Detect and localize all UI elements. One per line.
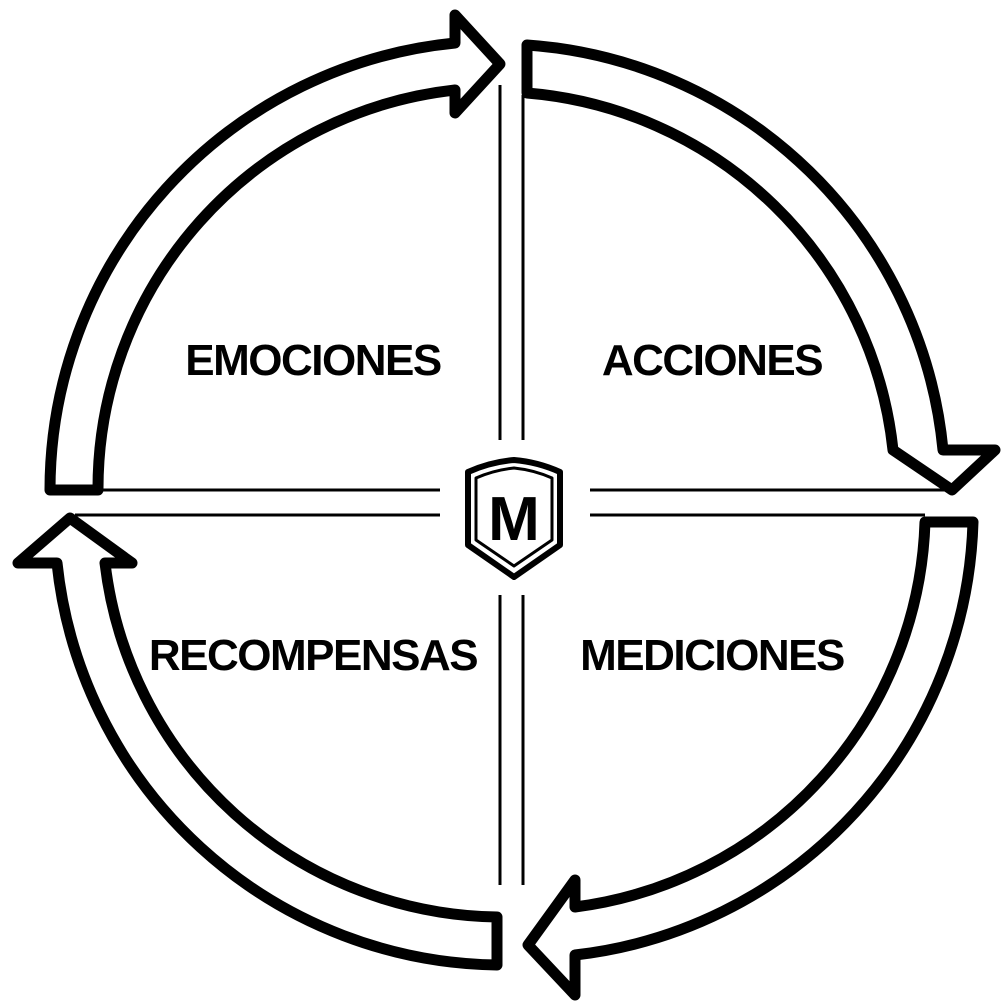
logo-shield-icon bbox=[465, 457, 563, 580]
label-recompensas: RECOMPENSAS bbox=[149, 631, 477, 680]
arrow-top-right-icon bbox=[521, 39, 1001, 496]
center-logo-icon: M bbox=[465, 457, 563, 580]
label-acciones: ACCIONES bbox=[602, 336, 822, 385]
arrow-bottom-left-icon bbox=[12, 512, 503, 971]
arrow-bottom-right-icon bbox=[522, 516, 979, 1001]
logo-letter: M bbox=[488, 485, 540, 554]
cycle-arrows bbox=[12, 9, 1001, 1001]
arrow-top-left-icon bbox=[44, 9, 506, 496]
label-mediciones: MEDICIONES bbox=[580, 631, 844, 680]
divider-lines bbox=[75, 85, 948, 885]
label-emociones: EMOCIONES bbox=[185, 336, 441, 385]
logo-shield-inner-icon bbox=[474, 466, 554, 568]
